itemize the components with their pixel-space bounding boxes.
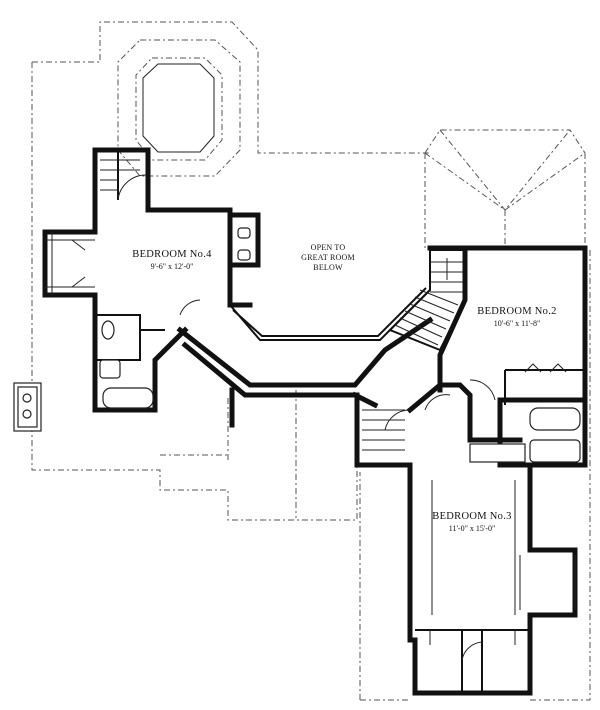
octagon-roof-feature [117, 39, 241, 177]
bedroom2-walls [427, 245, 588, 405]
bedroom4-bath [99, 227, 251, 409]
roof-outline-dashed [31, 21, 591, 701]
staircase [388, 249, 466, 352]
room-labels: BEDROOM No.4 9'-6" x 12'-0" BEDROOM No.2… [132, 243, 556, 533]
bedroom3-dims: 11'-0" x 15'-0" [449, 524, 495, 533]
open-to-below-line1: OPEN TO [311, 243, 346, 252]
open-to-below-line3: BELOW [313, 263, 343, 272]
hall-walls [176, 299, 434, 428]
open-to-below-line2: GREAT ROOM [301, 253, 355, 262]
bedroom4-closet [100, 159, 147, 201]
outdoor-fixture [13, 382, 42, 432]
bedroom4-window-bay [45, 232, 95, 295]
shared-bath [406, 382, 588, 468]
bedroom3-name: BEDROOM No.3 [432, 511, 511, 522]
landing [354, 392, 451, 468]
bedroom4-dims: 9'-6" x 12'-0" [151, 262, 194, 271]
bedroom4-walls [42, 147, 261, 413]
bedroom3-walls [407, 462, 578, 696]
bedroom2-dims: 10'-6" x 11'-8" [494, 319, 540, 328]
bedroom4-name: BEDROOM No.4 [132, 249, 212, 260]
bedroom2-name: BEDROOM No.2 [477, 306, 556, 317]
